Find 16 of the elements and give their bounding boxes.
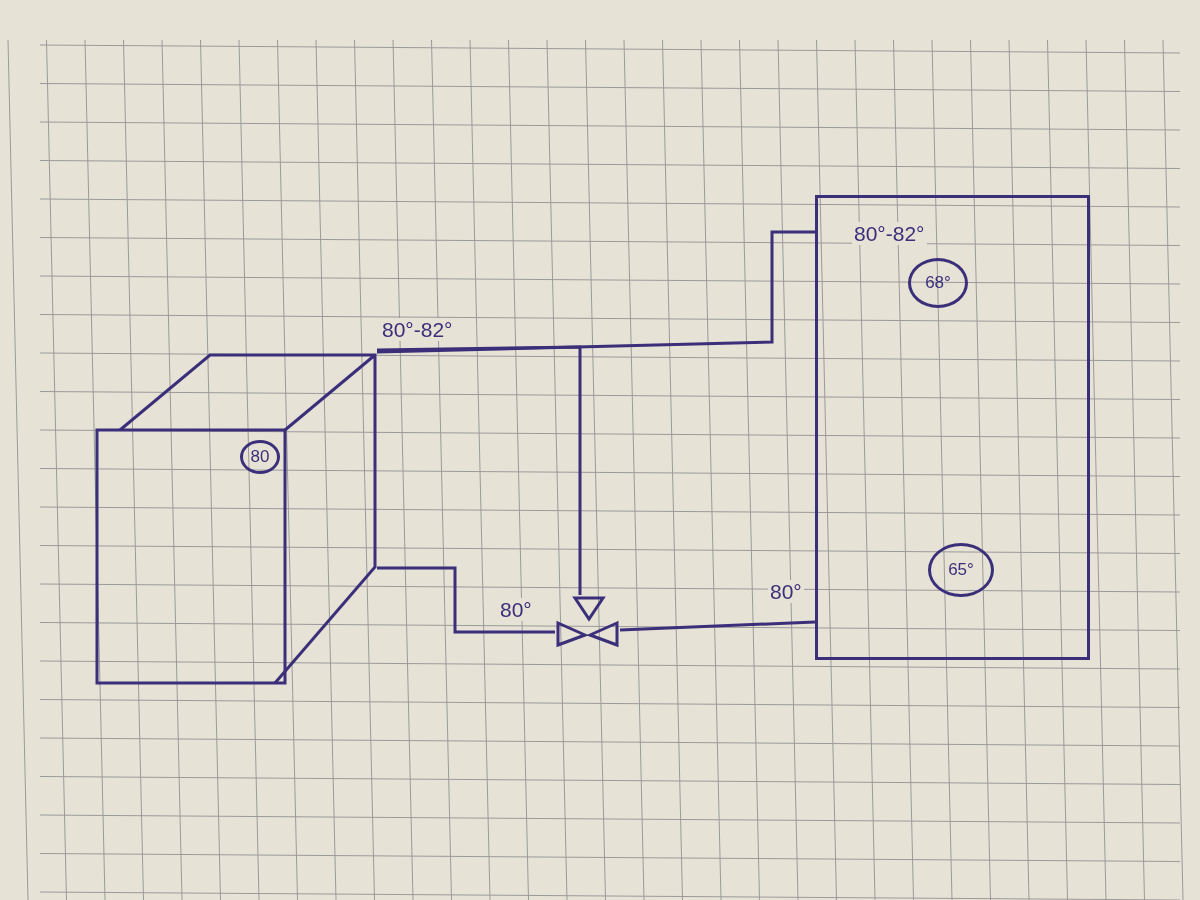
temperature-circle bbox=[908, 258, 968, 308]
boiler-box-drawing bbox=[95, 352, 377, 686]
three-way-valve-symbol bbox=[555, 595, 620, 645]
edge-label: 80°-82° bbox=[380, 318, 455, 342]
temperature-reading: 80 bbox=[250, 447, 270, 467]
temperature-reading: 68° bbox=[925, 273, 951, 293]
temperature-label: 80°-82° bbox=[852, 222, 927, 246]
temperature-circle bbox=[928, 543, 994, 597]
pipe-line bbox=[377, 566, 555, 634]
pipe-line bbox=[376, 230, 815, 354]
temperature-circle bbox=[240, 440, 280, 474]
pipe-line bbox=[619, 620, 816, 632]
pipe-line bbox=[376, 345, 582, 595]
temperature-reading: 65° bbox=[948, 560, 974, 580]
edge-label: 80° bbox=[498, 598, 534, 622]
edge-label: 80° bbox=[768, 580, 804, 604]
